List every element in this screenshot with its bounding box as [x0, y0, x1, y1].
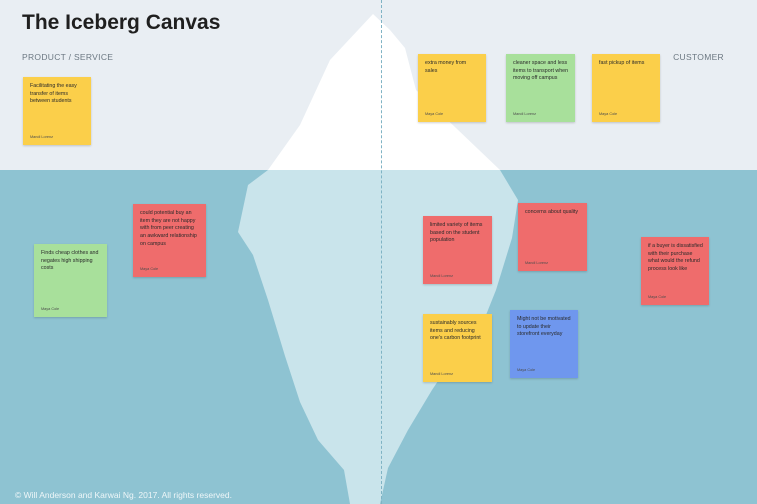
sticky-note[interactable]: sustainably sources items and reducing o…: [423, 314, 492, 382]
note-text: if a buyer is dissatisfied with their pu…: [648, 243, 703, 273]
note-author: Mandi Lorenz: [30, 134, 54, 139]
sticky-note[interactable]: if a buyer is dissatisfied with their pu…: [641, 237, 709, 305]
note-author: Maya Cole: [648, 294, 667, 299]
note-author: Maya Cole: [517, 367, 536, 372]
sticky-note[interactable]: Facilitating the easy transfer of items …: [23, 77, 91, 145]
note-text: fast pickup of items: [599, 60, 645, 66]
note-text: Finds cheap clothes and negates high shi…: [41, 250, 99, 272]
sticky-note[interactable]: extra money from sales Maya Cole: [418, 54, 486, 122]
sticky-note[interactable]: limited variety of items based on the st…: [423, 216, 492, 284]
note-author: Mandi Lorenz: [430, 371, 454, 376]
note-text: Facilitating the easy transfer of items …: [30, 83, 77, 105]
note-text: limited variety of items based on the st…: [430, 222, 483, 244]
customer-label: CUSTOMER: [673, 52, 724, 62]
copyright-footer: © Will Anderson and Karwai Ng. 2017. All…: [15, 490, 232, 500]
note-text: sustainably sources items and reducing o…: [430, 320, 481, 342]
iceberg-tip: [268, 14, 500, 170]
note-text: could potential buy an item they are not…: [140, 210, 197, 247]
sticky-note[interactable]: Finds cheap clothes and negates high shi…: [34, 244, 107, 317]
sticky-note[interactable]: fast pickup of items Maya Cole: [592, 54, 660, 122]
note-author: Maya Cole: [599, 111, 618, 116]
note-author: Maya Cole: [41, 306, 60, 311]
center-divider: [381, 0, 382, 504]
sticky-note[interactable]: cleaner space and less items to transpor…: [506, 54, 575, 122]
page-title: The Iceberg Canvas: [22, 11, 221, 34]
sticky-note[interactable]: could potential buy an item they are not…: [133, 204, 206, 277]
note-author: Maya Cole: [425, 111, 444, 116]
note-author: Mandi Lorenz: [525, 260, 549, 265]
note-author: Mandi Lorenz: [513, 111, 537, 116]
note-author: Maya Cole: [140, 266, 159, 271]
product-service-label: PRODUCT / SERVICE: [22, 52, 114, 62]
note-text: concerns about quality: [525, 209, 579, 215]
note-author: Mandi Lorenz: [430, 273, 454, 278]
note-text: cleaner space and less items to transpor…: [513, 60, 569, 82]
note-text: extra money from sales: [425, 60, 467, 74]
note-text: Might not be motivated to update their s…: [517, 316, 571, 338]
sticky-note[interactable]: Might not be motivated to update their s…: [510, 310, 578, 378]
sticky-note[interactable]: concerns about quality Mandi Lorenz: [518, 203, 587, 271]
